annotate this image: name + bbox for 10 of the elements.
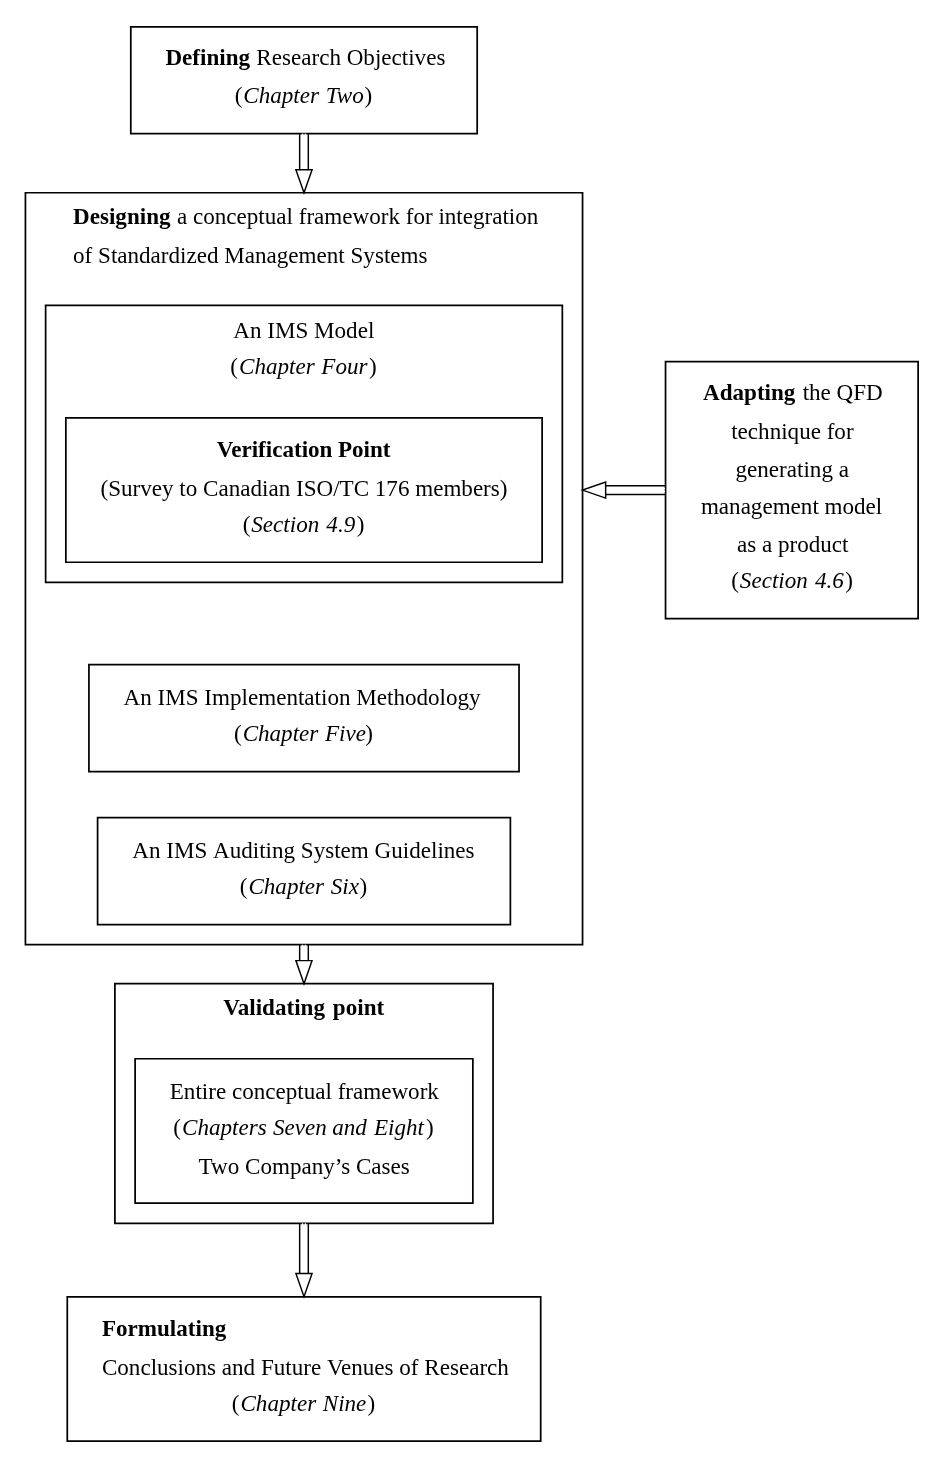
node-box: Defining Research Objectives (Chapter Two): [129, 25, 479, 135]
arrow: [580, 481, 666, 500]
arrow: [294, 1222, 314, 1299]
node-box: Verification Point (Survey to Canadian ISO/TC 176 members) (Section 4.9): [64, 417, 543, 564]
node-box: Formulating Conclusions and Future Venues of Research (Chapter Nine): [66, 1296, 542, 1443]
node-box: Entire conceptual framework (Chapters Seven and Eight) Two Company’s Cases: [134, 1057, 474, 1204]
node-box: An IMS Auditing System Guidelines (Chapter Six): [96, 816, 512, 926]
node-box: Adapting the QFD technique for generating a management model as a product (Section 4.6): [664, 360, 919, 620]
arrow: [294, 132, 314, 195]
node-box: An IMS Implementation Methodology (Chapter Five): [88, 663, 520, 773]
